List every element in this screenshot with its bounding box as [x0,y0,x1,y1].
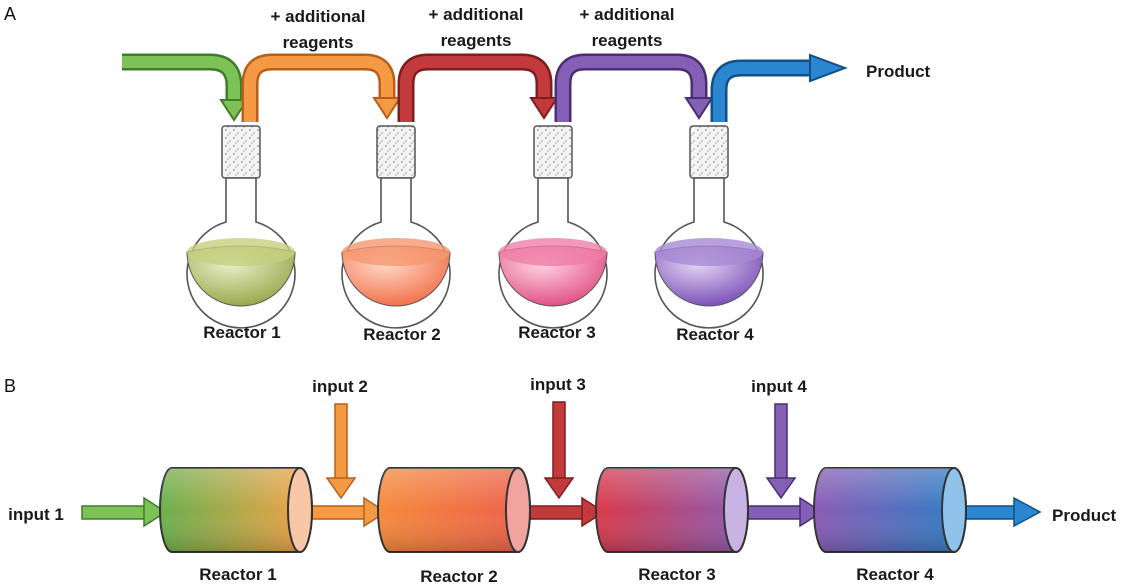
cylinder-cap [287,467,313,553]
reactor-label-a-2: Reactor 2 [363,325,440,344]
input-label-4: input 4 [751,377,807,396]
flask-reactor-1 [186,125,296,329]
panel-a-label: A [4,4,16,24]
reagent-label-3: + additional reagents [580,5,675,50]
outlet-arrowhead [1013,496,1042,528]
reagent-label-line2: reagents [283,33,354,52]
input-2-arrowhead [325,477,357,500]
input-3-arrowhead [543,477,575,500]
cylinder-reactor-2 [377,467,531,553]
cylinder-shading [378,468,530,552]
reactor-label-b-4: Reactor 4 [856,565,934,584]
outlet-arrow-outline [710,59,812,122]
cylinder-shading [596,468,748,552]
input-4-arrowhead [765,477,797,500]
cylinder-reactor-3 [595,467,749,553]
reagent-label-1: + additional reagents [271,7,366,52]
transfer-arrow-2 [400,56,550,122]
cylinder-reactor-4 [813,467,967,553]
transfer-shaft-3 [747,505,803,520]
reactor-label-a-4: Reactor 4 [676,325,754,344]
flow-arrows-b [81,496,1042,528]
liquid-surface [187,238,295,266]
reactor-label-a-1: Reactor 1 [203,323,280,342]
stopper [533,125,573,179]
outlet-arrow [713,62,812,122]
liquid-surface [655,238,763,266]
input-2-shaft [334,403,348,481]
transfer-arrowhead-2 [581,496,606,528]
transfer-arrowhead-2 [529,97,559,120]
flask-reactor-4 [654,125,764,329]
product-label-a: Product [866,62,931,81]
inlet-arrowhead [143,496,168,528]
reagent-label-line1: + additional [580,5,675,24]
reagent-label-2: + additional reagents [429,5,524,50]
transfer-arrow-1 [244,56,393,122]
transfer-arrowhead-3 [799,496,824,528]
reactor-label-b-2: Reactor 2 [420,567,497,585]
product-label-b: Product [1052,506,1117,525]
reactor-label-a-3: Reactor 3 [518,323,595,342]
outlet-shaft [965,505,1017,520]
flask-reactor-3 [498,125,608,329]
transfer-arrowhead-3 [684,97,714,120]
outlet-arrowhead [809,53,848,83]
input-arrows-b [325,401,797,500]
inlet-arrow [122,56,240,102]
reagent-label-line1: + additional [429,5,524,24]
transfer-arrowhead-1 [363,496,388,528]
transfer-arrow-1-outline [241,53,396,122]
reactor-label-b-1: Reactor 1 [199,565,276,584]
transfer-arrowhead-1 [372,97,402,120]
cylinder-cap [941,467,967,553]
reagent-label-line2: reagents [441,31,512,50]
input-label-3: input 3 [530,375,586,394]
flow-arrows-a [122,53,848,122]
transfer-arrow-3-outline [554,53,708,122]
reagent-label-line1: + additional [271,7,366,26]
liquid-surface [342,238,450,266]
cylinder-shading [160,468,312,552]
transfer-arrow-2-outline [397,53,553,122]
cylinder-reactor-1 [159,467,313,553]
panel-b-label: B [4,376,16,396]
stopper [221,125,261,179]
inlet-arrowhead [219,99,249,122]
stopper [689,125,729,179]
liquid-surface [499,238,607,266]
input-label-2: input 2 [312,377,368,396]
input-3-shaft [552,401,566,481]
flask-reactor-2 [341,125,451,329]
cylinder-cap [505,467,531,553]
input-label-1: input 1 [8,505,64,524]
inlet-shaft [81,505,147,520]
cylinder-cap [723,467,749,553]
reagent-label-line2: reagents [592,31,663,50]
stopper [376,125,416,179]
transfer-shaft-1 [311,505,367,520]
transfer-shaft-2 [529,505,585,520]
transfer-arrow-3 [557,56,705,122]
input-4-shaft [774,403,788,481]
cylinder-shading [814,468,966,552]
reactor-label-b-3: Reactor 3 [638,565,715,584]
